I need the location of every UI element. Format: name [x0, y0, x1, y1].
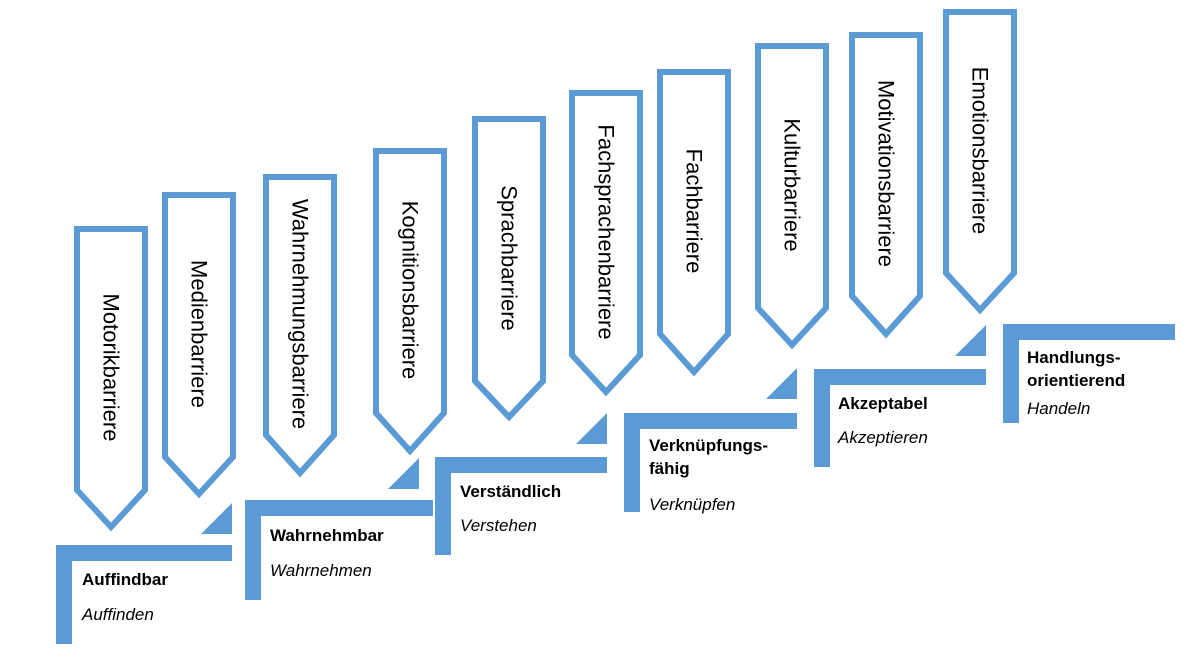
barrier-arrow-shape	[849, 32, 923, 339]
barrier-label: Motorikbarriere	[99, 294, 124, 442]
barrier-label: Motivationsbarriere	[874, 80, 899, 267]
step-riser	[1003, 324, 1019, 423]
barrier-arrow: Fachsprachenbarriere	[569, 90, 643, 397]
step-verb: Akzeptieren	[837, 428, 928, 447]
step-verb: Wahrnehmen	[270, 561, 372, 580]
barrier-label: Emotionsbarriere	[968, 67, 993, 235]
step-connector	[201, 503, 232, 534]
barrier-arrow: Kognitionsbarriere	[373, 148, 447, 456]
step-riser	[814, 369, 830, 467]
step-riser	[56, 545, 72, 644]
step-title: Handlungs-orientierend	[1027, 348, 1125, 390]
barrier-arrow: Kulturbarriere	[755, 43, 829, 350]
barrier-label: Fachsprachenbarriere	[594, 124, 619, 339]
barrier-arrow-shape	[755, 43, 829, 350]
barrier-arrow: Emotionsbarriere	[943, 9, 1017, 315]
barrier-arrow-shape	[569, 90, 643, 397]
step-title: Auffindbar	[82, 570, 168, 589]
step-tread	[814, 369, 986, 385]
step-verb: Auffinden	[81, 605, 154, 624]
step-verb: Verstehen	[460, 516, 537, 535]
step-title: Wahrnehmbar	[270, 526, 384, 545]
barrier-arrow: Motivationsbarriere	[849, 32, 923, 339]
barrier-arrow-shape	[943, 9, 1017, 315]
barrier-arrow-shape	[373, 148, 447, 456]
barrier-arrow-shape	[74, 226, 148, 532]
barrier-label: Medienbarriere	[187, 260, 212, 408]
step-connector	[766, 368, 797, 399]
barrier-arrow: Wahrnehmungsbarriere	[263, 174, 337, 478]
step-tread	[245, 500, 433, 516]
step-title: Verständlich	[460, 482, 561, 501]
step-tread	[435, 457, 607, 473]
barrier-arrows: Motorikbarriere Medienbarriere Wahrnehmung…	[74, 9, 1017, 532]
barrier-arrow-shape	[657, 69, 731, 377]
barrier-label: Kognitionsbarriere	[398, 201, 423, 380]
step-tread	[56, 545, 232, 561]
step-riser	[435, 457, 451, 555]
step-verb: Verknüpfen	[649, 495, 735, 514]
step-title: Akzeptabel	[838, 394, 928, 413]
barrier-arrow: Motorikbarriere	[74, 226, 148, 532]
staircase-steps: AuffindbarAuffindenWahrnehmbarWahrnehmen…	[56, 324, 1175, 644]
barrier-arrow: Fachbarriere	[657, 69, 731, 377]
barrier-arrow-shape	[162, 192, 236, 499]
barrier-arrow-shape	[472, 116, 546, 422]
step-tread	[624, 413, 797, 429]
step-tread	[1003, 324, 1175, 340]
barrier-label: Wahrnehmungsbarriere	[288, 199, 313, 429]
barrier-arrow-shape	[263, 174, 337, 478]
step-connector	[955, 325, 986, 356]
barrier-arrow: Medienbarriere	[162, 192, 236, 499]
step-riser	[624, 413, 640, 512]
barrier-label: Kulturbarriere	[780, 118, 805, 251]
step-connector	[388, 458, 419, 489]
step-title: Verknüpfungs-fähig	[649, 436, 768, 478]
step-riser	[245, 500, 261, 600]
barrier-label: Sprachbarriere	[497, 185, 522, 331]
step-connector	[576, 413, 607, 444]
barrier-label: Fachbarriere	[682, 149, 707, 274]
barrier-arrow: Sprachbarriere	[472, 116, 546, 422]
step-verb: Handeln	[1027, 399, 1090, 418]
